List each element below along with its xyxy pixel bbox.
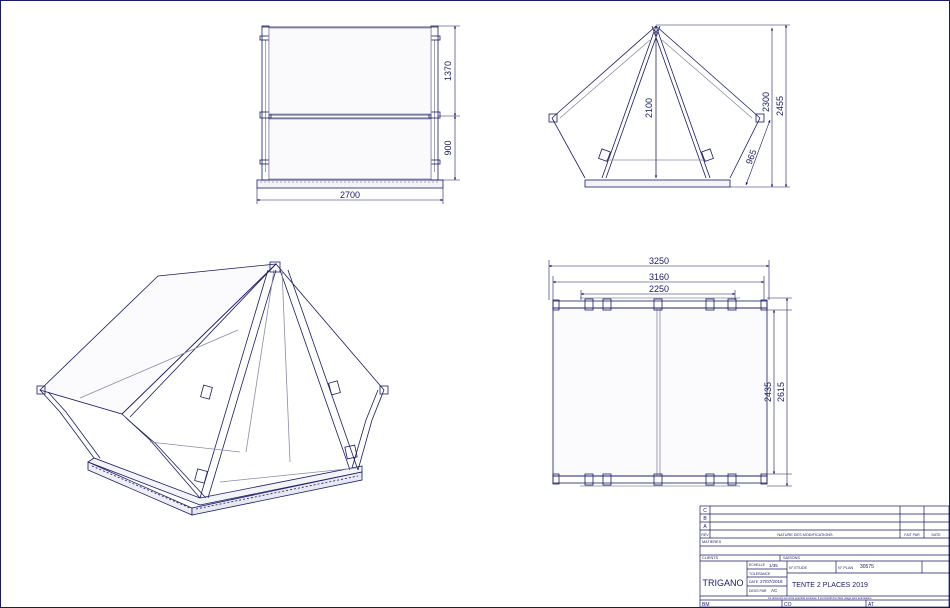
top-dim-inner: 2250 (649, 284, 669, 294)
clients-label: CLIENTS (702, 556, 719, 560)
side-view (548, 25, 765, 188)
front-view (256, 25, 444, 189)
isometric-view (36, 261, 389, 516)
matieres-label: MATIERES (702, 540, 722, 544)
etude-label: N° ETUDE (789, 566, 808, 570)
rev-a: A (703, 524, 707, 530)
dess-label: DESS PAR (749, 589, 767, 593)
front-dim-upper: 1370 (443, 61, 453, 81)
side-dim-wall: 965 (744, 148, 759, 166)
echelle-label: ECHELLE (749, 563, 766, 567)
iso-roof-left (39, 263, 278, 415)
iso-base (87, 461, 193, 516)
company-name: TRIGANO (702, 578, 743, 588)
top-dimensions (548, 260, 792, 487)
disclaimer-text: Ce document est notre propriété exclusiv… (768, 596, 872, 600)
rev-header-fait-par: FAIT PAR (904, 533, 920, 537)
rev-header-rev: RÉV (701, 532, 709, 537)
rev-c: C (703, 508, 707, 514)
plan-value: 30575 (860, 564, 874, 570)
date-label: DATE (749, 580, 759, 584)
side-dimensions (654, 24, 790, 188)
top-dim-depth-inner: 2435 (763, 382, 773, 402)
signature-co: CO (784, 602, 792, 608)
front-dim-lower: 900 (443, 140, 453, 155)
side-dim-ridge: 2100 (644, 98, 654, 118)
side-dim-eave: 2300 (761, 92, 771, 112)
dess-value: AC (771, 588, 778, 593)
saisons-label: SAISONS (783, 556, 800, 560)
front-dimensions (256, 25, 460, 204)
plan-label: N° PLAN (838, 566, 853, 570)
signature-at: AT (868, 602, 874, 608)
rev-header-nature: NATURE DES MODIFICATIONS (777, 533, 833, 537)
side-dim-total: 2455 (775, 96, 785, 116)
echelle-value: 1/35 (769, 563, 778, 568)
top-dim-mid: 3160 (649, 272, 669, 282)
rev-b: B (703, 516, 707, 522)
tolerance-label: TOLERANCE (749, 572, 771, 576)
top-dim-depth-outer: 2615 (776, 382, 786, 402)
rev-header-date: DATE (931, 533, 941, 537)
top-dim-outer: 3250 (649, 256, 669, 266)
front-dim-width: 2700 (340, 190, 360, 200)
side-base (584, 179, 731, 188)
drawing-title: TENTE 2 PLACES 2019 (792, 582, 868, 589)
signature-bm: BM (702, 602, 710, 608)
title-block (699, 505, 950, 608)
date-value: 27/07/2018 (760, 579, 783, 584)
front-base (256, 179, 444, 189)
top-view (552, 297, 768, 487)
